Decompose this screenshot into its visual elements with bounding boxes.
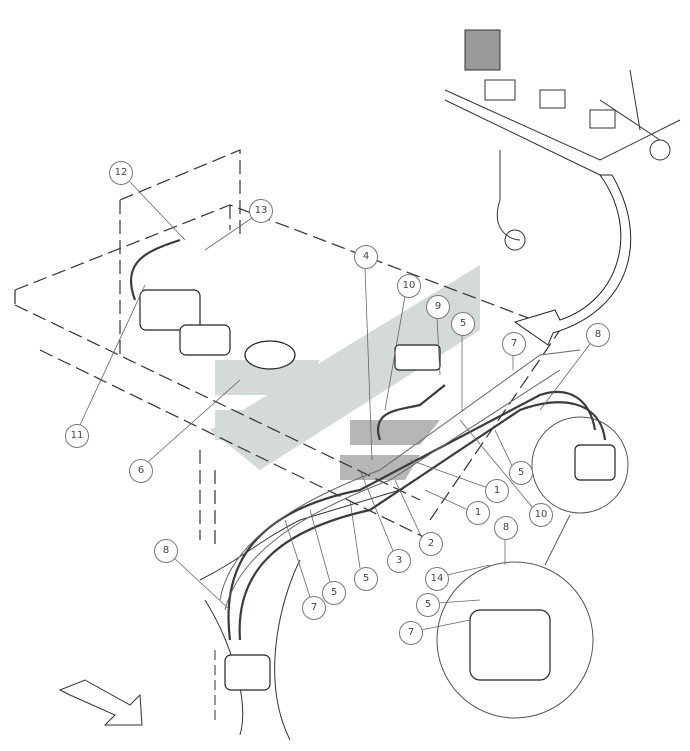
callout-14: 14 [425,567,449,591]
detail-circle-small [531,416,629,514]
callout-4: 4 [354,245,378,269]
lower-frame [199,489,401,741]
curved-arrow-icon [513,174,632,346]
callout-12: 12 [109,161,133,185]
callout-13: 13 [249,199,273,223]
callout-5: 5 [322,581,346,605]
callout-8: 8 [586,323,610,347]
callout-5: 5 [509,461,533,485]
detail-circle-large [436,561,594,719]
callout-5: 5 [416,593,440,617]
components [139,289,616,691]
callout-9: 9 [426,295,450,319]
callout-3: 3 [387,549,411,573]
direction-arrow-icon [58,679,143,726]
watermark-logo [210,265,480,480]
callout-2: 2 [419,532,443,556]
callout-8: 8 [494,516,518,540]
callout-6: 6 [129,459,153,483]
detail-leader [544,514,571,566]
callout-7: 7 [302,596,326,620]
chassis-frame [14,149,561,550]
hydraulic-hoses [129,238,607,641]
callout-8: 8 [154,539,178,563]
callout-5: 5 [354,567,378,591]
callout-10: 10 [397,274,421,298]
callout-5: 5 [451,312,475,336]
hydraulic-lines-thin [219,349,581,611]
callout-1: 1 [485,479,509,503]
callout-7: 7 [502,332,526,356]
callout-1: 1 [466,501,490,525]
callout-7: 7 [399,621,423,645]
callout-leaders [79,181,591,631]
inset-overview [444,29,681,251]
callout-11: 11 [65,424,89,448]
callout-10: 10 [529,503,553,527]
